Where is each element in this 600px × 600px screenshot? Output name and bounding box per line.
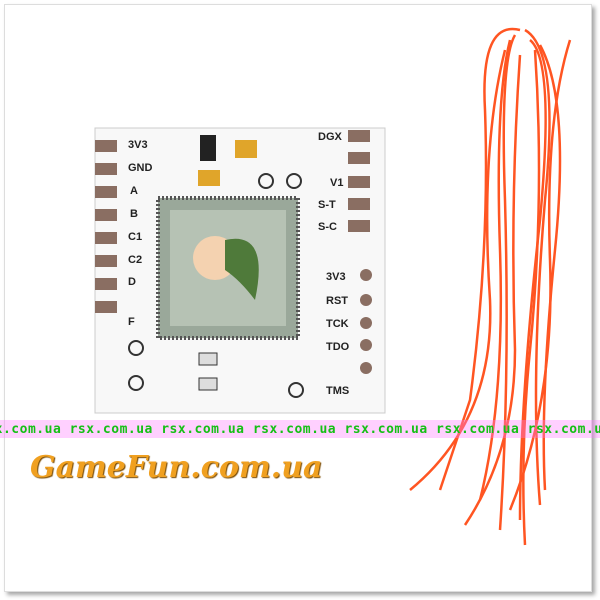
label-f: F [128,316,135,328]
label-v1: V1 [330,177,343,189]
label-d: D [128,276,136,288]
regulator [200,135,216,161]
left-pads [95,140,117,313]
capacitor [235,140,257,158]
label-tms: TMS [326,385,349,397]
label-c2: C2 [128,254,142,266]
board-labels-right: DGX V1 S-T S-C 3V3 RST TCK TDO TMS [318,131,350,397]
label-tck: TCK [326,318,349,330]
label-3v3-right: 3V3 [326,271,346,283]
label-b: B [130,208,138,220]
watermark-text: rsx.com.ua rsx.com.ua rsx.com.ua rsx.com… [0,422,600,437]
board-labels-left: 3V3 GND A B C1 C2 D F [128,139,153,328]
label-a: A [130,185,138,197]
watermark-band: rsx.com.ua rsx.com.ua rsx.com.ua rsx.com… [0,420,600,438]
label-rst: RST [326,295,348,307]
label-c1: C1 [128,231,142,243]
label-dgx: DGX [318,131,343,143]
orange-wires [409,27,572,546]
label-3v3: 3V3 [128,139,148,151]
label-s-t: S-T [318,199,336,211]
gamefun-watermark: GameFun.com.ua [30,450,323,485]
right-pads [348,130,372,374]
label-s-c: S-C [318,221,337,233]
label-gnd: GND [128,162,153,174]
label-tdo: TDO [326,341,350,353]
